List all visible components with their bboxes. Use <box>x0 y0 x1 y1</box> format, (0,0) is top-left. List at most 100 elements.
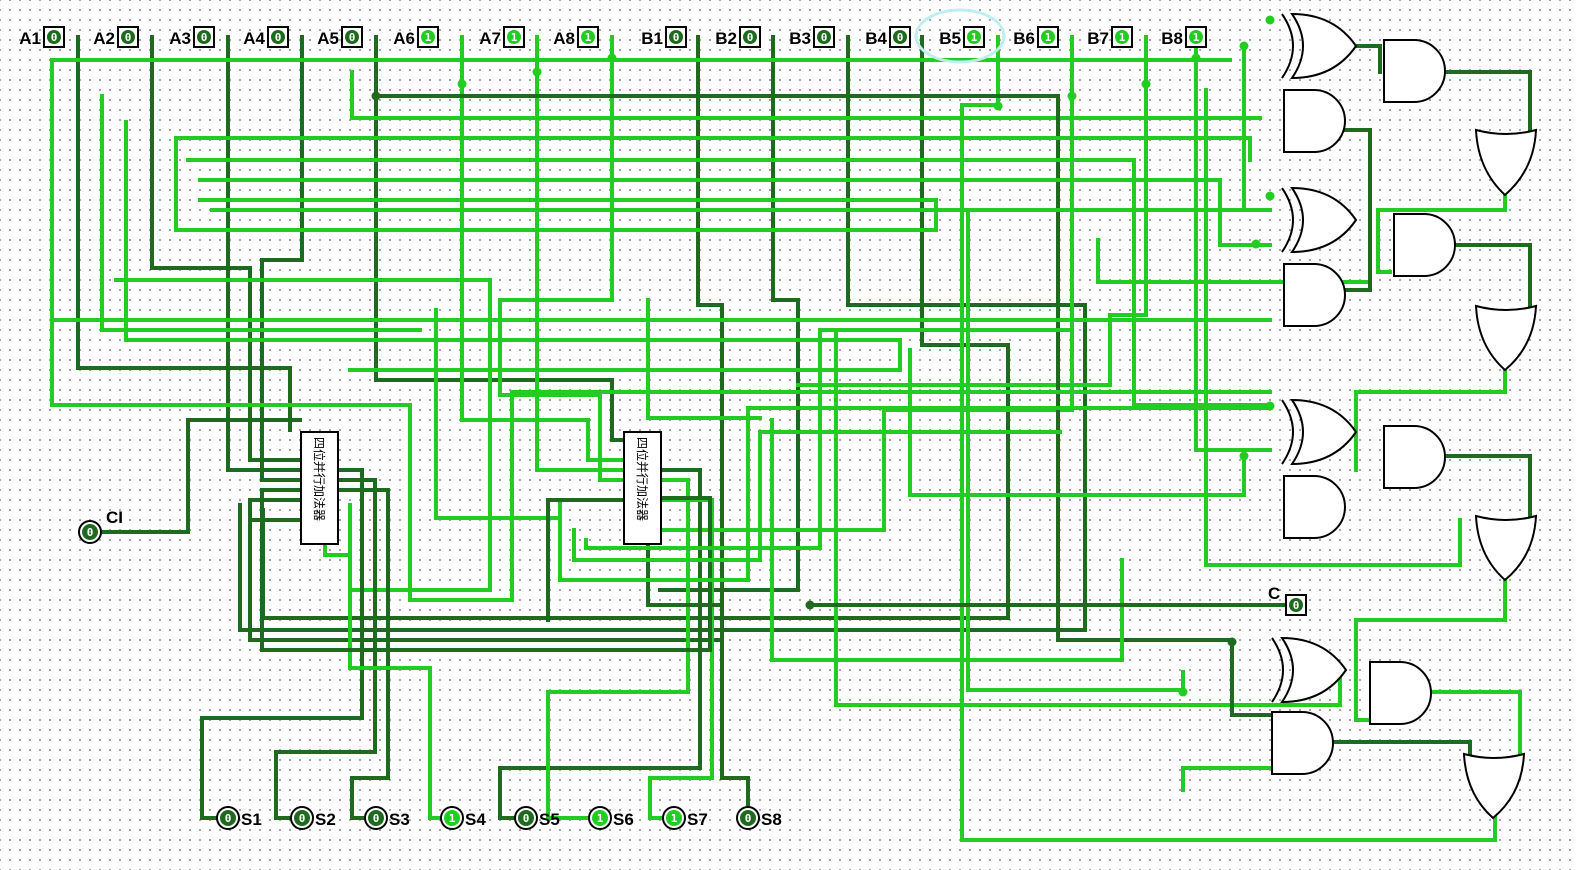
wire-b5[interactable] <box>960 35 1497 842</box>
wire-and9-out <box>1328 740 1472 762</box>
output-label-s6: S6 <box>613 810 634 829</box>
carry-out-pin[interactable]: 0 C <box>1268 584 1307 616</box>
wire-loop-1 <box>260 488 712 652</box>
wire-s4[interactable] <box>323 538 444 820</box>
wire-s5[interactable] <box>498 468 702 820</box>
bus-8 <box>198 178 1272 247</box>
wire-a4[interactable] <box>260 35 304 482</box>
carry-in-pin[interactable]: 0 CI <box>78 508 123 544</box>
and-gate-3[interactable] <box>1393 213 1456 277</box>
wire-s2[interactable] <box>274 478 377 820</box>
input-value-b8: 1 <box>1193 31 1200 44</box>
input-pin-led <box>581 30 595 44</box>
xor-gate-2[interactable] <box>1281 186 1358 254</box>
adder-chip-1[interactable]: 四位并行加法器 <box>300 431 339 545</box>
wire-b3[interactable] <box>238 35 1087 632</box>
wire-ci[interactable] <box>102 418 302 534</box>
output-label-s3: S3 <box>389 810 410 829</box>
input-pin-led <box>345 30 359 44</box>
wire-a5[interactable] <box>374 35 626 442</box>
or-gate-1[interactable] <box>1474 128 1538 197</box>
bus-9 <box>174 136 938 232</box>
output-label-s8: S8 <box>761 810 782 829</box>
wire-s6[interactable] <box>546 478 690 820</box>
wire-a8[interactable] <box>498 35 626 482</box>
wire-s8[interactable] <box>646 538 750 820</box>
and-gate-5[interactable] <box>1383 425 1446 489</box>
or-gate-2[interactable] <box>1474 304 1538 372</box>
bus-23 <box>1181 766 1312 792</box>
bus-6 <box>174 136 1252 162</box>
and-gate-7[interactable] <box>1369 661 1432 725</box>
wire-a2[interactable] <box>150 35 302 462</box>
wire-s3[interactable] <box>336 488 390 820</box>
input-pin-led <box>669 30 683 44</box>
xor-gate-1[interactable] <box>1281 12 1358 80</box>
and-gate-2[interactable] <box>1283 89 1346 153</box>
output-label-s2: S2 <box>315 810 336 829</box>
wire-b2[interactable] <box>658 35 800 592</box>
or-gate-3[interactable] <box>1474 514 1538 582</box>
and-gate-1[interactable] <box>1383 39 1446 103</box>
and-gate-8[interactable] <box>1271 711 1334 775</box>
input-label-a3: A3 <box>169 29 191 48</box>
or-gate-4[interactable] <box>1462 752 1526 820</box>
bus-2 <box>350 70 1262 120</box>
output-pin-s6[interactable]: 1 S6 <box>588 806 634 830</box>
input-label-a4: A4 <box>243 29 265 48</box>
input-value-b7: 1 <box>1119 31 1126 44</box>
bus-15 <box>434 308 562 520</box>
xor-gate-4[interactable] <box>1271 636 1348 704</box>
output-pin-led <box>294 810 310 826</box>
wire-and8-out <box>1428 690 1522 757</box>
output-label-s4: S4 <box>465 810 486 829</box>
bus-22 <box>770 418 1124 662</box>
wire-b8[interactable] <box>1194 35 1272 452</box>
output-value-s5: 0 <box>523 812 530 825</box>
input-label-b5: B5 <box>939 29 961 48</box>
and-gate-4[interactable] <box>1283 263 1346 327</box>
input-value-b1: 0 <box>673 31 680 44</box>
and-gate-6[interactable] <box>1283 475 1346 539</box>
output-pin-led <box>666 810 682 826</box>
wire-s1[interactable] <box>200 468 364 820</box>
carry-out-label: C <box>1268 584 1280 603</box>
input-label-b3: B3 <box>789 29 811 48</box>
wire-b7[interactable] <box>796 35 1148 387</box>
selection-highlight <box>914 8 1006 64</box>
output-value-s6: 1 <box>597 812 604 825</box>
wire-a1[interactable] <box>76 35 292 432</box>
bus-20 <box>834 328 1342 707</box>
bus-24 <box>1354 618 1372 722</box>
input-label-a6: A6 <box>393 29 415 48</box>
wire-or3-out <box>1354 578 1507 622</box>
xor-gate-3[interactable] <box>1281 398 1358 466</box>
adder-chip-2[interactable]: 四位并行加法器 <box>623 431 662 545</box>
wire-loop-3 <box>572 430 1062 562</box>
